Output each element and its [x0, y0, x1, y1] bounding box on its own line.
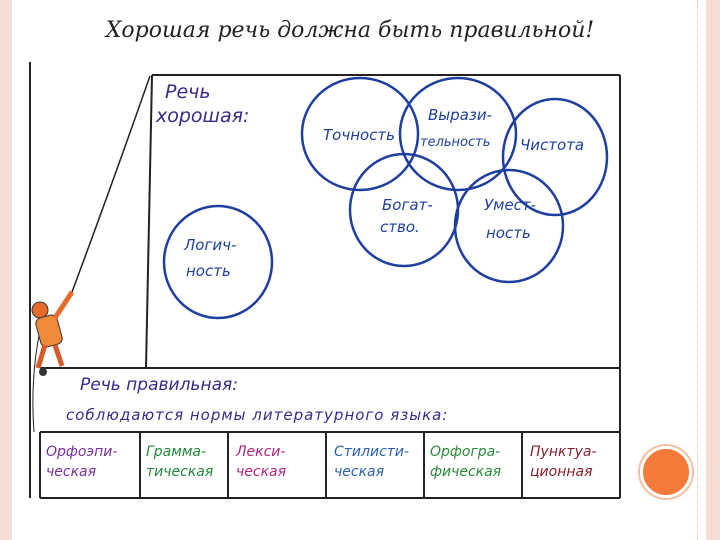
label-purity: Чистота [520, 136, 584, 154]
norm-punctuation-2: ционная [530, 464, 593, 480]
label-logic-1: Логич- [183, 236, 236, 254]
norm-orthoepic-1: Орфоэпи- [46, 444, 117, 460]
label-expressiveness-1: Вырази- [428, 106, 492, 124]
circle-expressiveness [398, 76, 518, 192]
label-logic-2: ность [186, 262, 231, 280]
right-frame-dotted-line [697, 0, 700, 540]
norm-orthoepic-2: ческая [46, 464, 96, 480]
norm-lexical-2: ческая [236, 464, 286, 480]
slide-title: Хорошая речь должна быть правильной! [105, 18, 595, 43]
label-expressiveness-2: тельность [420, 135, 490, 150]
circle-accuracy [300, 76, 420, 192]
norm-grammatical-2: тическая [146, 464, 213, 480]
norm-stylistic-1: Стилисти- [334, 444, 409, 460]
label-appropriateness-1: Умест- [484, 196, 536, 214]
norm-lexical-1: Лекси- [235, 444, 285, 460]
norm-orthographic-2: фическая [430, 464, 501, 480]
circle-purity [501, 97, 609, 217]
climber-illustration [31, 290, 75, 376]
circle-appropriateness [453, 168, 565, 284]
norm-orthographic-1: Орфогра- [430, 444, 500, 460]
label-richness-1: Богат- [382, 196, 433, 214]
rope-tail [32, 329, 41, 433]
label-appropriateness-2: ность [486, 224, 531, 242]
label-richness-2: ство. [380, 218, 420, 236]
label-accuracy: Точность [323, 126, 395, 144]
norm-stylistic-2: ческая [334, 464, 384, 480]
wall-line [145, 74, 153, 369]
norm-punctuation-1: Пунктуа- [530, 444, 597, 460]
good-speech-heading-line2: хорошая: [155, 105, 249, 127]
norm-grammatical-1: Грамма- [146, 444, 206, 460]
accent-circle [640, 446, 692, 498]
rope [71, 75, 151, 293]
correct-speech-subheading: соблюдаются нормы литературного языка: [66, 406, 448, 424]
right-frame-band [706, 0, 720, 540]
left-frame-band [0, 0, 12, 540]
good-speech-heading-line1: Речь [165, 81, 211, 103]
correct-speech-heading: Речь правильная: [80, 375, 238, 395]
circle-logic [162, 204, 274, 320]
